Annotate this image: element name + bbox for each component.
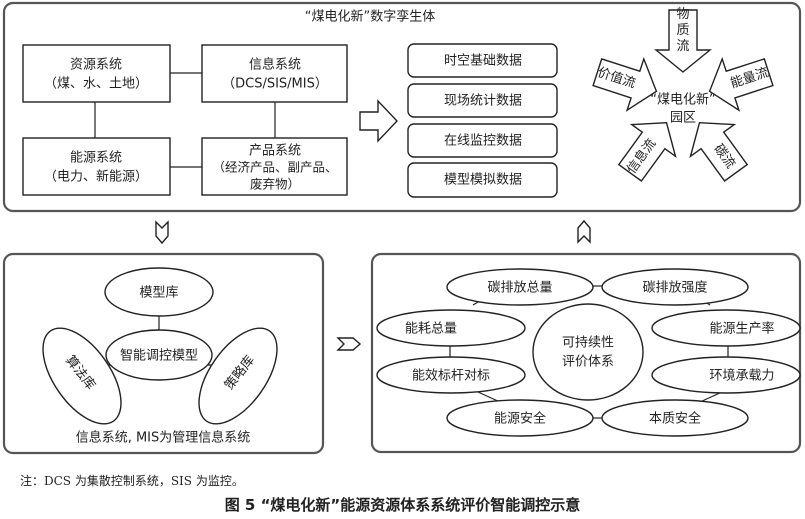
park-center-label: “煤电化新” [650,92,715,108]
svg-text:时空基础数据: 时空基础数据 [444,54,522,69]
indicator-ellipse: 能源安全 [446,399,594,437]
indicator-ellipse: 能效标杆对标 [376,356,526,394]
arrow-right-icon [359,99,398,143]
footnote: 注：DCS 为集散控制系统，SIS 为监控。 [20,474,244,488]
svg-text:现场统计数据: 现场统计数据 [444,94,522,109]
left-panel-footer: 信息系统, MIS为管理信息系统 [76,430,251,446]
svg-text:能效标杆对标: 能效标杆对标 [412,369,490,384]
svg-text:（煤、水、土地）: （煤、水、土地） [44,77,148,92]
chevron-up-icon [577,219,591,244]
digital-twin-title: “煤电化新”数字孪生体 [305,9,435,25]
svg-text:信息系统: 信息系统 [249,57,301,73]
svg-text:能耗总量: 能耗总量 [405,322,457,337]
svg-text:碳排放强度: 碳排放强度 [642,280,707,296]
figure-caption: 图 5 “煤电化新”能源资源体系系统评价智能调控示意 [224,496,581,514]
svg-text:能源生产率: 能源生产率 [709,321,774,337]
svg-text:产品系统: 产品系统 [249,144,301,159]
chevron-down-icon [155,220,169,245]
svg-text:（经济产品、副产品、: （经济产品、副产品、 [212,160,337,175]
node-model-library: 模型库 [104,267,214,317]
svg-text:智能调控模型: 智能调控模型 [120,349,198,364]
svg-text:环境承载力: 环境承载力 [709,369,774,384]
svg-text:模型模拟数据: 模型模拟数据 [444,173,522,188]
svg-text:能源安全: 能源安全 [494,411,546,427]
svg-text:评价体系: 评价体系 [562,355,614,370]
indicator-ellipse: 环境承载力 [651,356,801,394]
svg-text:资源系统: 资源系统 [70,58,122,73]
flow-arrow-icon [708,56,774,112]
chevron-right-icon [336,337,362,351]
svg-text:废弃物）: 废弃物） [250,177,300,192]
data-box: 在线监控数据 [407,123,558,158]
data-box: 模型模拟数据 [407,162,558,198]
indicator-ellipse: 能源生产率 [651,309,801,347]
flow-arrow-icon [654,9,712,73]
data-box: 时空基础数据 [407,43,558,78]
park-center-label: 园区 [670,111,696,126]
sustainability-center: 可持续性 评价体系 [532,303,644,401]
svg-text:能源系统: 能源系统 [70,151,122,166]
svg-text:碳排放总量: 碳排放总量 [487,281,552,296]
svg-text:本质安全: 本质安全 [649,411,701,427]
node-algorithm-library: 算法库 [42,327,122,425]
indicator-ellipse: 碳排放总量 [446,268,594,306]
svg-text:模型库: 模型库 [139,285,178,301]
svg-text:可持续性: 可持续性 [562,336,614,351]
node-intelligent-control-model: 智能调控模型 [105,329,213,381]
indicator-ellipse: 能耗总量 [376,309,526,347]
flow-arrow-icon [617,121,677,182]
connector-line [699,391,723,403]
data-box: 现场统计数据 [407,83,558,118]
node-strategy-library: 策略库 [198,327,278,425]
system-box-information: 信息系统 （DCS/SIS/MIS） [201,44,348,103]
system-box-energy: 能源系统 （电力、新能源） [22,137,171,196]
system-box-resource: 资源系统 （煤、水、土地） [22,44,171,103]
indicator-ellipse: 碳排放强度 [601,268,749,306]
svg-text:（电力、新能源）: （电力、新能源） [44,169,148,185]
svg-text:在线监控数据: 在线监控数据 [444,134,522,149]
system-box-product: 产品系统 （经济产品、副产品、 废弃物） [201,137,348,196]
flow-label: 物质流 [676,7,689,54]
svg-text:（DCS/SIS/MIS）: （DCS/SIS/MIS） [222,77,328,92]
indicator-ellipse: 本质安全 [601,399,749,437]
flow-arrow-icon [689,121,749,182]
flow-arrow-icon [592,56,658,112]
